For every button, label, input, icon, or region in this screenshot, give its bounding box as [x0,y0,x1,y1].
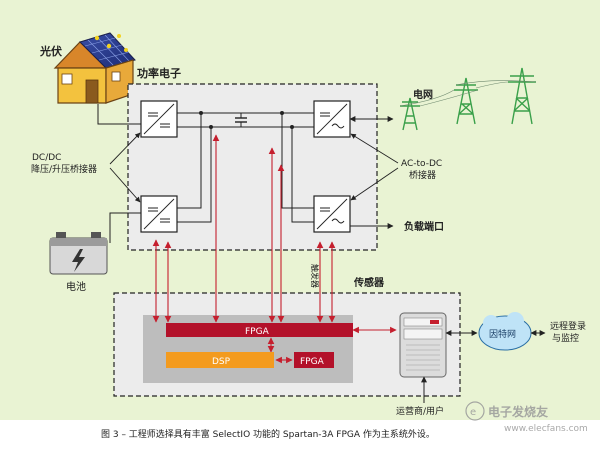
power-tower-icon [399,67,537,131]
operator-label: 运营商/用户 [396,405,444,417]
internet-label: 因特网 [489,328,516,340]
grid-label: 电网 [413,88,433,101]
fpga-main-label: FPGA [245,327,270,337]
load-port-label: 负载端口 [404,220,444,233]
svg-text:e: e [470,407,476,418]
svg-text:电子发烧友: 电子发烧友 [488,404,548,419]
house-solar-icon [53,32,136,104]
battery-label: 电池 [66,280,86,293]
acdc-label-2: 桥接器 [409,169,436,181]
dcdc-label-1: DC/DC [32,153,61,163]
remote-label-1: 远程登录 [550,321,586,332]
acdc-inverter-bottom [313,195,351,233]
sensor-label: 传感器 [353,276,385,289]
dcdc-converter-top [140,100,178,138]
dsp-block [166,352,274,368]
acdc-label-1: AC-to-DC [401,159,442,169]
fpga-main-block [166,323,353,337]
acdc-inverter-top [313,100,351,138]
dcdc-label-2: 降压/升压桥接器 [31,163,97,175]
battery-icon [49,232,108,275]
server-rack-icon [399,312,447,378]
power-electronics-label: 功率电子 [137,66,181,80]
fpga-small-block [294,352,334,368]
trigger-label: 触发器 [310,264,320,288]
dcdc-converter-bottom [140,195,178,233]
figure-caption: 图 3 – 工程师选择具有丰富 SelectIO 功能的 Spartan-3A … [101,428,435,440]
cloud-icon [478,312,532,351]
solar-label: 光伏 [39,44,62,58]
svg-text:www.elecfans.com: www.elecfans.com [504,424,588,434]
watermark: e 电子发烧友 www.elecfans.com [465,401,588,434]
dsp-label: DSP [212,357,231,367]
signal-arrows [152,134,336,364]
fpga-small-label: FPGA [300,357,325,367]
remote-label-2: 与监控 [552,332,579,344]
